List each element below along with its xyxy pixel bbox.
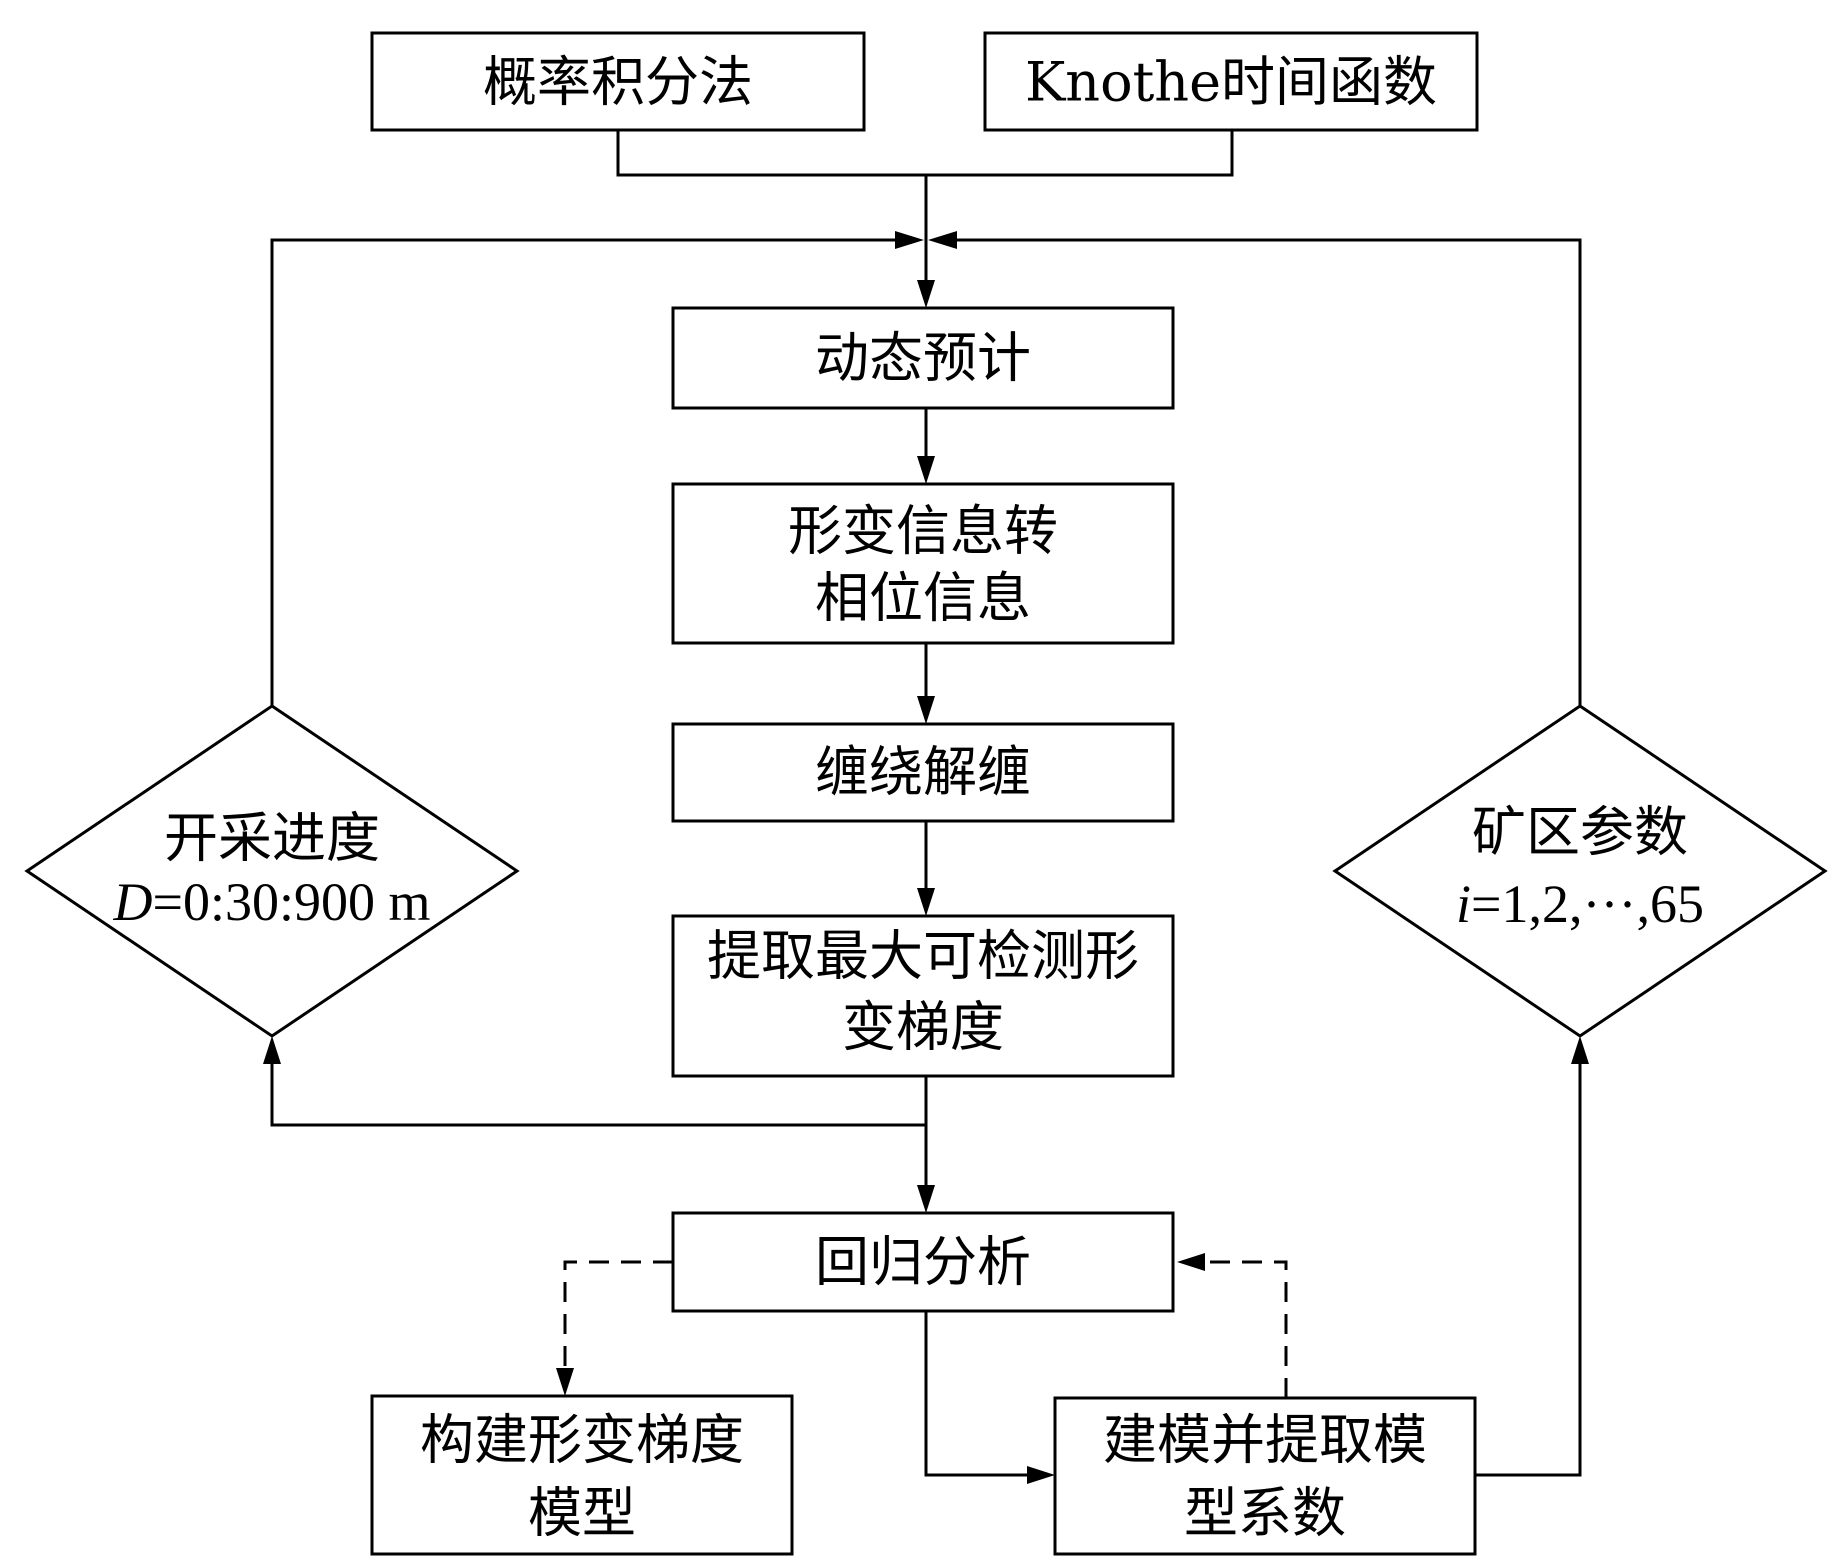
arrowhead-dynamic <box>917 280 935 308</box>
node-label: 缠绕解缠 <box>815 741 1031 804</box>
decision-mining-progress: 开采进度 D=0:30:900 m <box>24 704 520 1038</box>
node-label-line1: 形变信息转 <box>788 500 1058 563</box>
node-dynamic-prediction: 动态预计 <box>671 306 1175 410</box>
node-label-line2: 型系数 <box>1184 1482 1346 1545</box>
arrowhead-model <box>556 1368 574 1396</box>
arrowhead-progress <box>263 1036 281 1064</box>
node-deformation-to-phase: 形变信息转 相位信息 <box>671 482 1175 645</box>
dashed-regression-to-model <box>563 1260 673 1368</box>
node-model-coefficients: 建模并提取模 型系数 <box>1053 1396 1477 1556</box>
connector-parameters-feedback <box>957 238 1582 706</box>
connector-regression-to-coefficients <box>924 1311 1027 1477</box>
node-label-line1: 构建形变梯度 <box>420 1409 744 1472</box>
node-label: Knothe时间函数 <box>1025 51 1437 114</box>
connector-progress-feedback <box>270 238 895 706</box>
node-phase-unwrapping: 缠绕解缠 <box>671 722 1175 823</box>
decision-range: D=0:30:900 m <box>113 872 431 932</box>
node-probability-integral: 概率积分法 <box>370 31 866 132</box>
node-regression: 回归分析 <box>671 1211 1175 1313</box>
decision-var: D <box>113 872 153 932</box>
arrowhead-parameters-feedback <box>928 231 957 249</box>
node-label: 动态预计 <box>815 327 1031 390</box>
decision-range: i=1,2,···,65 <box>1456 874 1704 934</box>
connector-probability-down <box>616 130 926 177</box>
node-label-line1: 提取最大可检测形 <box>707 925 1139 988</box>
connector-coefficients-to-parameters <box>1476 1064 1582 1477</box>
node-max-gradient: 提取最大可检测形 变梯度 <box>671 914 1175 1078</box>
arrowhead-unwrap <box>917 696 935 724</box>
connectors <box>263 130 1589 1484</box>
dashed-coefficients-to-regression <box>1205 1260 1288 1398</box>
node-label-line2: 相位信息 <box>815 567 1031 630</box>
decision-title: 开采进度 <box>164 807 380 870</box>
node-label-line1: 建模并提取模 <box>1103 1409 1427 1472</box>
connector-knothe-down <box>926 130 1234 177</box>
decision-var: i <box>1456 874 1471 934</box>
arrowhead-progress-feedback <box>895 231 924 249</box>
node-label-line2: 模型 <box>528 1482 636 1545</box>
arrowhead-parameters <box>1571 1036 1589 1064</box>
node-label: 概率积分法 <box>483 51 753 114</box>
node-label: 回归分析 <box>815 1231 1031 1294</box>
decision-expr: =1,2,···,65 <box>1471 874 1704 934</box>
decision-expr: =0:30:900 m <box>153 872 431 932</box>
node-gradient-model: 构建形变梯度 模型 <box>370 1394 794 1556</box>
arrowhead-coefficients <box>1027 1466 1055 1484</box>
arrowhead-phase <box>917 456 935 484</box>
connector-gradient-to-progress <box>270 1064 926 1127</box>
decision-title: 矿区参数 <box>1472 801 1688 864</box>
arrowhead-regression-feedback <box>1177 1253 1205 1271</box>
node-label-line2: 变梯度 <box>842 996 1004 1059</box>
arrowhead-regression <box>917 1185 935 1213</box>
decision-mine-parameters: 矿区参数 i=1,2,···,65 <box>1332 704 1828 1038</box>
arrowhead-gradient <box>917 888 935 916</box>
node-knothe-time-function: Knothe时间函数 <box>983 31 1479 132</box>
